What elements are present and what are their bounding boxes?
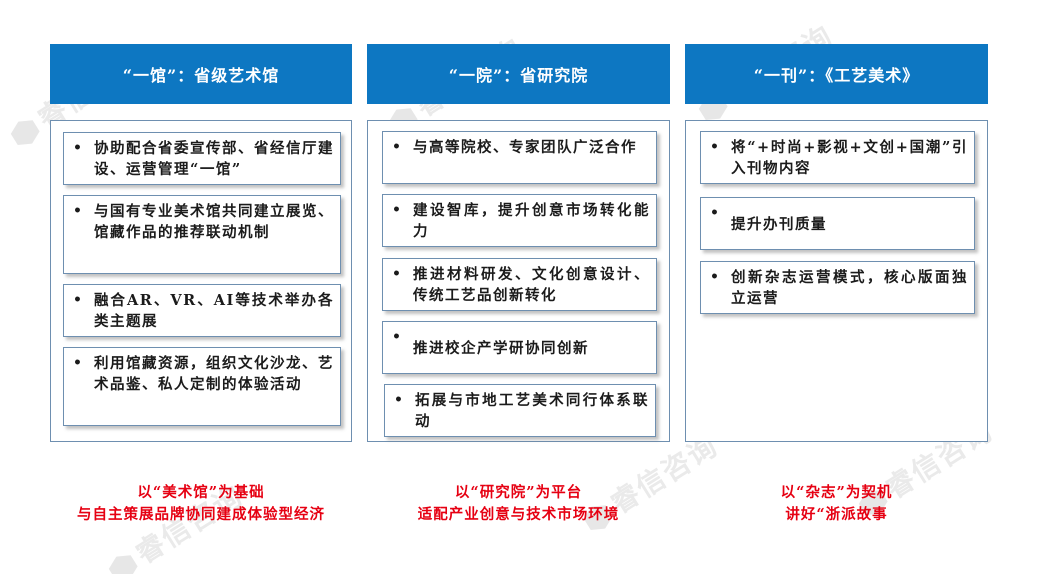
footer-line: 以“研究院”为平台: [454, 484, 583, 501]
footer-line: 适配产业创意与技术市场环境: [417, 506, 620, 523]
column-header: “一刊”：《工艺美术》: [685, 44, 988, 104]
column-panel: 将“+时尚+影视+文创+国潮”引入刊物内容 提升办刊质量 创新杂志运营模式，核心…: [685, 120, 988, 442]
column-footer-art-museum: 以“美术馆”为基础 与自主策展品牌协同建成体验型经济: [40, 482, 362, 526]
list-item: 协助配合省委宣传部、省经信厅建设、运营管理“一馆”: [63, 132, 341, 185]
list-item: 利用馆藏资源，组织文化沙龙、艺术品鉴、私人定制的体验活动: [63, 347, 341, 426]
footer-line: 以“美术馆”为基础: [137, 484, 265, 501]
watermark-logo-icon: [105, 550, 141, 574]
list-item: 拓展与市地工艺美术同行体系联动: [384, 384, 656, 437]
list-item: 融合AR、VR、AI等技术举办各类主题展: [63, 284, 341, 337]
list-item: 提升办刊质量: [700, 197, 975, 250]
list-item: 与高等院校、专家团队广泛合作: [382, 131, 657, 184]
column-footer-journal: 以“杂志”为契机 讲好“浙派故事: [675, 482, 998, 526]
column-header: “一馆”：省级艺术馆: [50, 44, 352, 104]
column-panel: 协助配合省委宣传部、省经信厅建设、运营管理“一馆” 与国有专业美术馆共同建立展览…: [50, 120, 352, 442]
list-item: 建设智库，提升创意市场转化能力: [382, 194, 657, 247]
column-header: “一院”：省研究院: [367, 44, 670, 104]
footer-line: 以“杂志”为契机: [780, 484, 893, 501]
watermark-logo-icon: [7, 115, 43, 151]
list-item: 推进材料研发、文化创意设计、传统工艺品创新转化: [382, 258, 657, 311]
footer-line: 与自主策展品牌协同建成体验型经济: [77, 506, 325, 523]
column-panel: 与高等院校、专家团队广泛合作 建设智库，提升创意市场转化能力 推进材料研发、文化…: [367, 120, 670, 442]
list-item: 推进校企产学研协同创新: [382, 321, 657, 374]
list-item: 创新杂志运营模式，核心版面独立运营: [700, 261, 975, 314]
column-footer-research-institute: 以“研究院”为平台 适配产业创意与技术市场环境: [357, 482, 680, 526]
list-item: 将“+时尚+影视+文创+国潮”引入刊物内容: [700, 131, 975, 184]
footer-line: 讲好“浙派故事: [785, 506, 888, 523]
list-item: 与国有专业美术馆共同建立展览、馆藏作品的推荐联动机制: [63, 195, 341, 274]
